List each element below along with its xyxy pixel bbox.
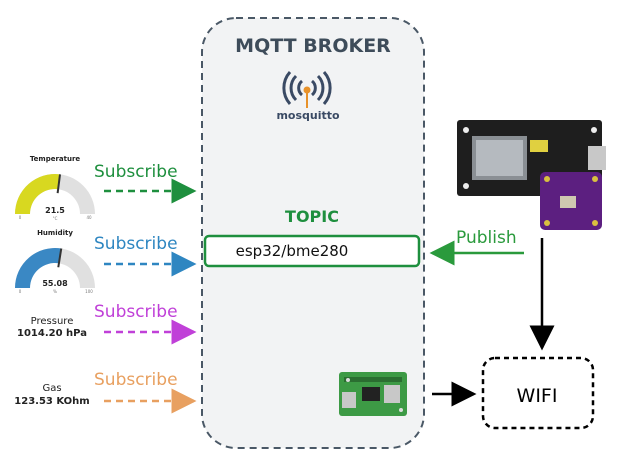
- bme280-sensor-icon: [540, 172, 602, 230]
- temperature-gauge-needle: [56, 174, 62, 194]
- humidity-gauge-fill: [14, 247, 62, 288]
- temperature-min: 0: [19, 215, 22, 220]
- temperature-gauge: Temperature 21.5 °C 0 40: [15, 155, 95, 221]
- topic-box: [203, 234, 421, 268]
- humidity-value: 55.08: [42, 279, 68, 288]
- mosquitto-logo: mosquitto: [276, 71, 340, 122]
- gas-title: Gas: [42, 383, 61, 394]
- mqtt-broker-box: [201, 17, 425, 449]
- temperature-max: 40: [86, 215, 92, 220]
- temperature-unit: °C: [53, 216, 58, 221]
- wifi-box: [481, 356, 595, 430]
- humidity-gauge-needle: [57, 248, 63, 268]
- topic-heading: TOPIC: [285, 207, 339, 226]
- pressure-subscribe-label: Subscribe: [94, 302, 178, 322]
- raspberry-pi-icon: [339, 372, 407, 416]
- humidity-min: 0: [19, 289, 22, 294]
- pressure-value: 1014.20 hPa: [17, 328, 87, 339]
- temperature-subscribe-label: Subscribe: [94, 162, 178, 182]
- humidity-gauge-title: Humidity: [37, 229, 73, 237]
- humidity-unit: %: [53, 289, 57, 294]
- humidity-gauge: Humidity 55.08 % 0 100: [14, 229, 95, 294]
- wifi-label: WIFI: [517, 385, 558, 407]
- humidity-subscribe-label: Subscribe: [94, 234, 178, 254]
- publish-label: Publish: [456, 228, 517, 248]
- humidity-max: 100: [85, 289, 93, 294]
- temperature-value: 21.5: [45, 206, 65, 215]
- pressure-title: Pressure: [31, 316, 74, 327]
- temperature-gauge-title: Temperature: [30, 155, 81, 163]
- broker-title: MQTT BROKER: [235, 35, 391, 57]
- mosquitto-logo-text: mosquitto: [276, 109, 340, 122]
- gas-subscribe-label: Subscribe: [94, 370, 178, 390]
- temperature-gauge-fill: [15, 174, 61, 214]
- topic-name: esp32/bme280: [236, 242, 349, 260]
- gas-value: 123.53 KOhm: [14, 396, 89, 407]
